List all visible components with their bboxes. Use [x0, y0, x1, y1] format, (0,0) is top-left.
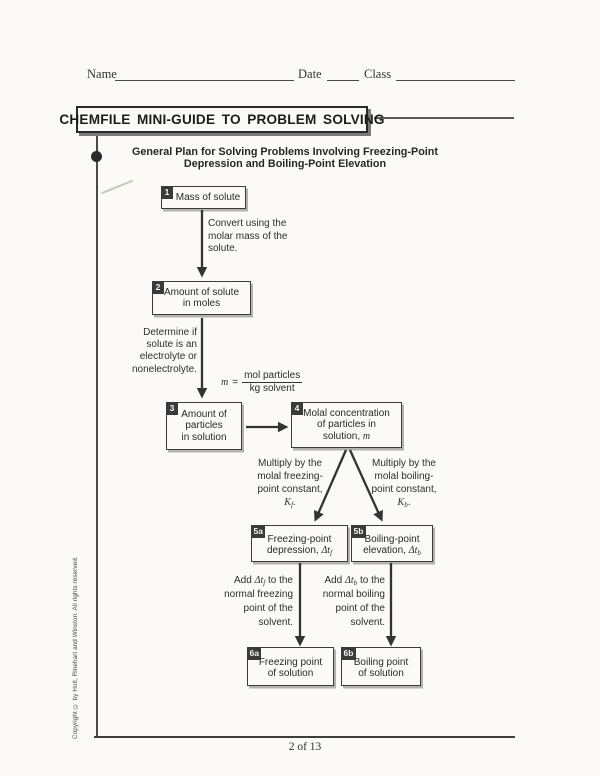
label-line-constant: Kb. — [397, 497, 411, 509]
label-line: solute is an — [146, 339, 197, 351]
scan-artifact — [100, 179, 134, 194]
box-1-label: Mass of solute — [175, 191, 241, 203]
box-2-label-line1: Amount of solute — [163, 286, 240, 298]
formula-fraction: mol particles kg solvent — [242, 370, 303, 394]
step-5b-badge: 5b — [351, 525, 366, 538]
flow-box-2-amount-of-solute: 2 Amount of solute in moles — [152, 281, 251, 315]
box-5b-label-line1: Boiling-point — [364, 533, 420, 545]
class-blank-line — [396, 80, 515, 81]
label-determine: Determine if solute is an electrolyte or… — [107, 327, 197, 376]
box-6b-label-line1: Boiling point — [353, 656, 409, 668]
molality-formula: m = mol particles kg solvent — [221, 370, 303, 394]
box-4-label-line3: solution, m — [322, 430, 371, 442]
label-line: molal freezing- — [257, 471, 323, 482]
box-5a-label-line2: depression, Δtf — [266, 545, 333, 557]
label-line: point constant, — [371, 484, 437, 495]
page-number: 2 of 13 — [288, 741, 322, 753]
box-6b-label-line2: of solution — [358, 668, 404, 679]
flow-box-3-amount-of-particles: 3 Amount of particles in solution — [166, 402, 242, 450]
banner-rule — [374, 117, 514, 119]
flow-box-6b-boiling-point-of-solution: 6b Boiling point of solution — [341, 647, 421, 686]
plan-title-line2: Depression and Boiling-Point Elevation — [183, 157, 387, 170]
box-5a-label-line1: Freezing-point — [267, 533, 332, 545]
box-6a-label-line2: of solution — [267, 668, 314, 679]
box-4-label-line1: Molal concentration — [303, 407, 390, 419]
formula-numerator: mol particles — [242, 370, 303, 383]
label-line: Add Δtf to the — [234, 575, 293, 587]
box-3-label-line1: Amount of — [181, 408, 227, 420]
step-4-badge: 4 — [291, 402, 303, 415]
step-2-badge: 2 — [152, 281, 164, 294]
label-line: Convert using the — [208, 218, 287, 229]
label-multiply-freezing: Multiply by the molal freezing- point co… — [252, 457, 328, 509]
date-label: Date — [298, 67, 322, 81]
label-line: point of the — [243, 603, 293, 614]
name-blank-line — [115, 80, 294, 81]
label-line: Add Δtb to the — [324, 575, 385, 587]
box-3-label-line2: particles — [185, 420, 223, 432]
label-line: solvent. — [350, 617, 385, 628]
plan-title: General Plan for Solving Problems Involv… — [110, 146, 460, 171]
label-line: Multiply by the — [372, 458, 436, 469]
label-line: point constant, — [257, 484, 323, 495]
step-1-badge: 1 — [161, 186, 173, 199]
formula-equals: = — [232, 376, 239, 388]
step-5a-badge: 5a — [251, 525, 266, 538]
box-5b-label-line2: elevation, Δtb — [363, 545, 421, 557]
banner-title-box: CHEMFILE MINI-GUIDE TO PROBLEM SOLVING — [59, 106, 384, 133]
flow-box-5b-boiling-point-elevation: 5b Boiling-point elevation, Δtb — [351, 525, 433, 562]
step-6b-badge: 6b — [341, 647, 356, 660]
label-line: molal boiling- — [374, 471, 434, 482]
label-line-constant: Kf. — [284, 497, 296, 509]
bottom-rule — [94, 736, 515, 739]
label-line: solvent. — [258, 617, 293, 628]
label-line: solute. — [208, 243, 238, 255]
box-2-label-line2: in moles — [182, 298, 221, 309]
plan-title-line1: General Plan for Solving Problems Involv… — [132, 146, 438, 158]
copyright-notice: Copyright © by Holt, Rinehart and Winsto… — [72, 556, 79, 739]
label-add-boiling: Add Δtb to the normal boiling point of t… — [290, 574, 385, 630]
box-6a-label-line1: Freezing point — [258, 656, 323, 668]
label-add-freezing: Add Δtf to the normal freezing point of … — [198, 574, 293, 630]
box-4-label-line2: of particles in — [317, 419, 376, 431]
left-vertical-rule — [96, 133, 98, 737]
label-line: nonelectrolyte. — [131, 363, 197, 375]
class-label: Class — [364, 67, 392, 81]
step-6a-badge: 6a — [247, 647, 262, 660]
flow-box-1-mass-of-solute: 1 Mass of solute — [161, 186, 246, 209]
label-line: normal freezing — [224, 589, 293, 600]
flow-box-5a-freezing-point-depression: 5a Freezing-point depression, Δtf — [251, 525, 348, 562]
date-blank-line — [327, 80, 359, 81]
banner-title: CHEMFILE MINI-GUIDE TO PROBLEM SOLVING — [59, 112, 385, 127]
formula-variable: m — [221, 376, 229, 388]
label-line: normal boiling — [322, 589, 385, 600]
label-convert: Convert using the molar mass of the solu… — [208, 218, 287, 256]
bullet-dot — [91, 151, 102, 162]
label-line: molar mass of the — [208, 230, 288, 242]
box-3-label-line3: in solution — [181, 431, 227, 443]
label-line: point of the — [335, 603, 385, 614]
label-line: Determine if — [143, 327, 197, 338]
flow-box-6a-freezing-point-of-solution: 6a Freezing point of solution — [247, 647, 334, 686]
flow-box-4-molal-concentration: 4 Molal concentration of particles in so… — [291, 402, 402, 448]
label-line: Multiply by the — [258, 458, 322, 469]
label-line: electrolyte or — [139, 351, 197, 363]
step-3-badge: 3 — [166, 402, 178, 415]
name-label: Name — [87, 67, 117, 81]
label-multiply-boiling: Multiply by the molal boiling- point con… — [366, 457, 442, 509]
formula-denominator: kg solvent — [249, 383, 295, 394]
